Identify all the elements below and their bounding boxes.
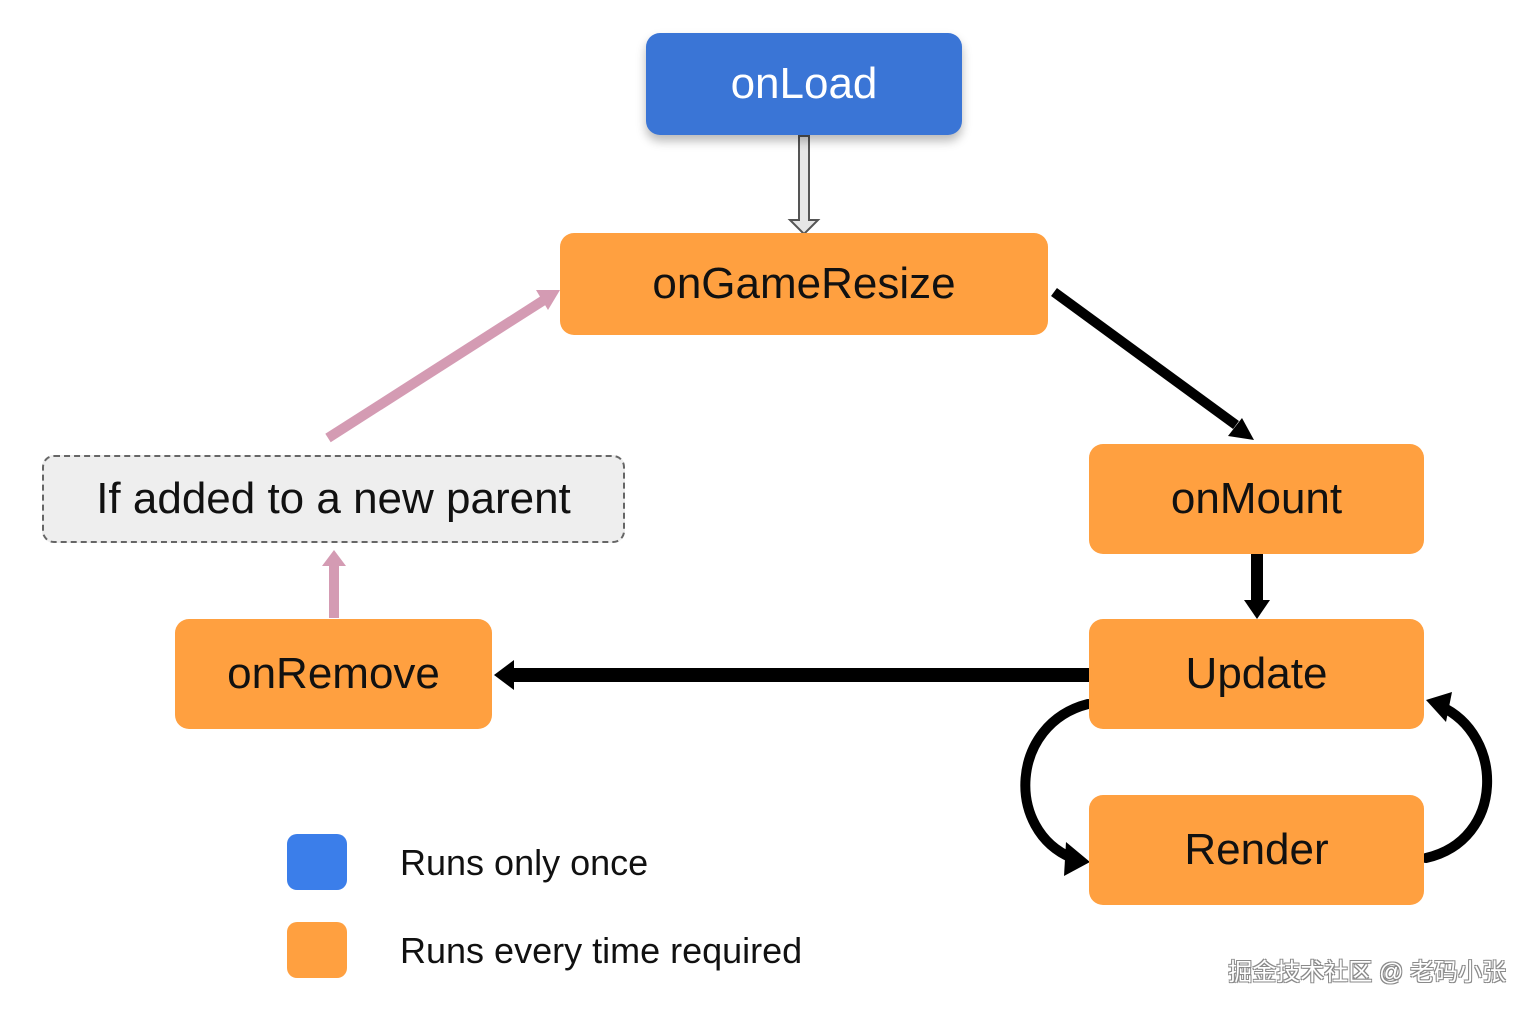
node-update: Update bbox=[1089, 619, 1424, 729]
node-new-parent-condition: If added to a new parent bbox=[42, 455, 625, 543]
legend-every-time-label: Runs every time required bbox=[400, 930, 803, 971]
arrow-onremove-to-new-parent bbox=[322, 550, 346, 618]
arrow-render-to-update bbox=[1421, 692, 1493, 863]
legend-once-swatch bbox=[287, 834, 347, 890]
node-ongameresize: onGameResize bbox=[560, 233, 1048, 335]
legend-every-time-swatch bbox=[287, 922, 347, 978]
node-onmount: onMount bbox=[1089, 444, 1424, 554]
legend-once-label: Runs only once bbox=[400, 842, 649, 883]
arrow-new-parent-to-ongameresize bbox=[325, 290, 560, 443]
arrow-update-to-render bbox=[1020, 699, 1093, 876]
node-onload: onLoad bbox=[646, 33, 962, 135]
arrow-update-to-onremove bbox=[494, 660, 1089, 690]
node-render: Render bbox=[1089, 795, 1424, 905]
arrow-ongameresize-to-onmount bbox=[1051, 287, 1254, 440]
watermark: 掘金技术社区 @ 老码小张 bbox=[1228, 959, 1506, 986]
arrow-onmount-to-update bbox=[1244, 554, 1270, 619]
arrow-onload-to-ongameresize bbox=[787, 135, 821, 236]
node-onremove: onRemove bbox=[175, 619, 492, 729]
